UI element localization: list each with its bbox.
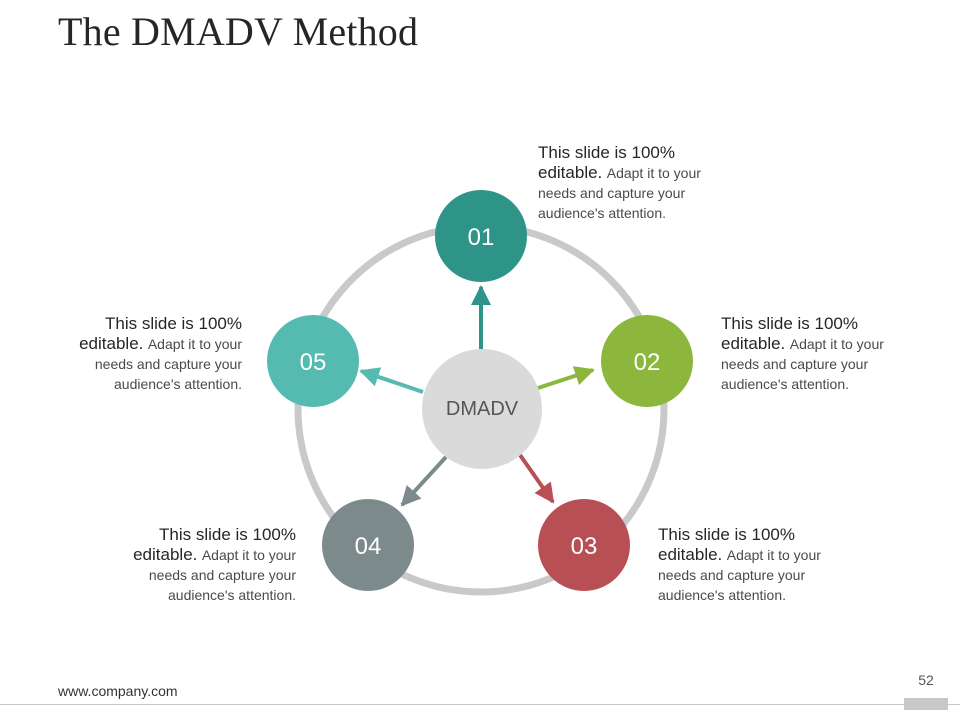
step-01-lead: This slide is 100% editable.: [538, 143, 676, 183]
step-node-03: 03: [538, 499, 630, 591]
arrow-to-step-05: [359, 367, 424, 394]
step-circle-03: [538, 499, 630, 591]
footer-url: www.company.com: [58, 683, 178, 699]
step-circle-04: [322, 499, 414, 591]
page-number: 52: [918, 672, 934, 688]
step-02-lead: This slide is 100% editable.: [721, 314, 859, 354]
footer-divider: [0, 704, 960, 705]
step-number-03: 03: [571, 533, 598, 560]
step-circle-01: [435, 190, 527, 282]
arrow-to-step-03: [518, 453, 555, 504]
step-circle-02: [601, 315, 693, 407]
step-01-description: This slide is 100% editable. Adapt it to…: [538, 143, 738, 223]
step-03-lead: This slide is 100% editable.: [658, 525, 796, 565]
arrow-to-step-04: [400, 455, 448, 507]
step-04-lead: This slide is 100% editable.: [133, 525, 296, 565]
step-node-04: 04: [322, 499, 414, 591]
step-04-body: Adapt it to your needs and capture your …: [148, 547, 296, 603]
slide-title: The DMADV Method: [58, 9, 419, 54]
step-node-02: 02: [601, 315, 693, 407]
step-05-lead: This slide is 100% editable.: [79, 314, 242, 354]
step-number-02: 02: [634, 349, 661, 376]
step-03-body: Adapt it to your needs and capture your …: [658, 547, 821, 603]
step-01-body: Adapt it to your needs and capture your …: [538, 165, 701, 221]
step-node-01: 01: [435, 190, 527, 282]
step-05-description: This slide is 100% editable. Adapt it to…: [42, 314, 242, 394]
step-02-description: This slide is 100% editable. Adapt it to…: [721, 314, 921, 394]
step-number-01: 01: [468, 224, 495, 251]
step-05-body: Adapt it to your needs and capture your …: [94, 336, 242, 392]
center-circle: [422, 349, 542, 469]
step-number-04: 04: [355, 533, 382, 560]
arrow-to-step-02: [537, 366, 595, 390]
step-node-05: 05: [267, 315, 359, 407]
center-label: DMADV: [446, 398, 519, 420]
step-03-description: This slide is 100% editable. Adapt it to…: [658, 525, 858, 605]
step-circle-05: [267, 315, 359, 407]
step-04-description: This slide is 100% editable. Adapt it to…: [96, 525, 296, 605]
step-number-05: 05: [300, 349, 327, 376]
footer-tab: [904, 698, 948, 710]
step-02-body: Adapt it to your needs and capture your …: [721, 336, 884, 392]
